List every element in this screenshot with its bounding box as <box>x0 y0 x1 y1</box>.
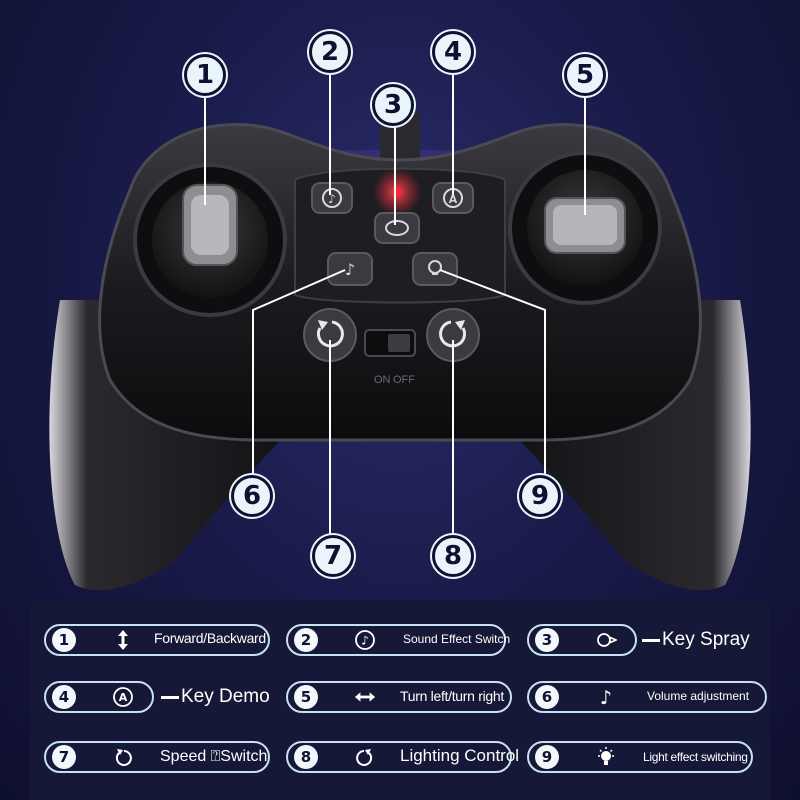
svg-text:A: A <box>449 193 458 206</box>
legend-label-5: Turn left/turn right <box>400 688 504 704</box>
legend-label-3: Key Spray <box>662 629 750 650</box>
legend-label-4: Key Demo <box>181 686 270 707</box>
sound-effect-button[interactable]: ♪ <box>311 182 353 214</box>
dash <box>161 696 179 699</box>
legend-item-3: 3 <box>527 624 637 656</box>
spray-icon <box>595 629 617 651</box>
up-down-arrow-icon <box>112 629 134 651</box>
legend-label-2: Sound Effect Switch <box>403 632 511 646</box>
svg-text:♪: ♪ <box>600 687 612 708</box>
right-joystick[interactable] <box>508 151 662 305</box>
svg-text:A: A <box>119 691 128 704</box>
svg-text:♪: ♪ <box>361 634 369 648</box>
legend-label-9: Light effect switching <box>643 750 748 764</box>
legend-item-6: 6 ♪ <box>527 681 767 713</box>
left-right-arrow-icon <box>354 686 376 708</box>
legend-number: 4 <box>52 685 76 709</box>
svg-text:♪: ♪ <box>345 260 355 279</box>
legend-label-6: Volume adjustment <box>647 689 750 703</box>
lighting-control-button[interactable] <box>426 308 480 362</box>
legend-number: 3 <box>535 628 559 652</box>
left-joystick[interactable] <box>133 163 287 317</box>
legend-number: 7 <box>52 745 76 769</box>
legend-item-7: 7 <box>44 741 270 773</box>
callout-9: 9 <box>519 475 561 517</box>
legend-number: 5 <box>294 685 318 709</box>
spray-button[interactable] <box>374 212 420 244</box>
legend-label-1: Forward/Backward <box>154 630 266 646</box>
callout-4: 4 <box>432 31 474 73</box>
legend-item-9: 9 <box>527 741 753 773</box>
rotate-left-icon <box>112 746 134 768</box>
legend-panel: 1 Forward/Backward 2 ♪ Sound Effect Swit… <box>30 600 770 800</box>
callout-3: 3 <box>372 84 414 126</box>
legend-label-8: Lighting Control <box>400 746 520 765</box>
callout-6: 6 <box>231 475 273 517</box>
legend-item-4: 4 A <box>44 681 154 713</box>
legend-item-1: 1 <box>44 624 270 656</box>
remote-controller: ♪ A ♪ ON OFF <box>49 72 751 591</box>
light-effect-button[interactable] <box>412 252 458 286</box>
legend-number: 2 <box>294 628 318 652</box>
dash <box>642 639 660 642</box>
callout-1: 1 <box>184 54 226 96</box>
legend-label-7: Speed ⍰Switch <box>160 748 268 765</box>
legend-number: 9 <box>535 745 559 769</box>
volume-note-icon: ♪ <box>595 686 617 708</box>
legend-item-8: 8 <box>286 741 512 773</box>
legend-number: 8 <box>294 745 318 769</box>
leader-lines <box>204 72 586 535</box>
speed-switch-button[interactable] <box>303 308 357 362</box>
rotate-right-icon <box>354 746 376 768</box>
legend-number: 1 <box>52 628 76 652</box>
light-bulb-icon <box>595 746 617 768</box>
callout-8: 8 <box>432 535 474 577</box>
power-switch[interactable] <box>364 329 416 357</box>
demo-icon: A <box>112 686 134 708</box>
callout-5: 5 <box>564 54 606 96</box>
sound-effect-icon: ♪ <box>354 629 376 651</box>
callout-2: 2 <box>309 31 351 73</box>
callout-7: 7 <box>312 535 354 577</box>
switch-off-label: OFF <box>393 374 415 386</box>
volume-button[interactable]: ♪ <box>327 252 373 286</box>
switch-on-label: ON <box>374 374 391 386</box>
legend-number: 6 <box>535 685 559 709</box>
legend-item-5: 5 <box>286 681 512 713</box>
legend-item-2: 2 ♪ <box>286 624 506 656</box>
svg-text:♪: ♪ <box>328 192 336 206</box>
